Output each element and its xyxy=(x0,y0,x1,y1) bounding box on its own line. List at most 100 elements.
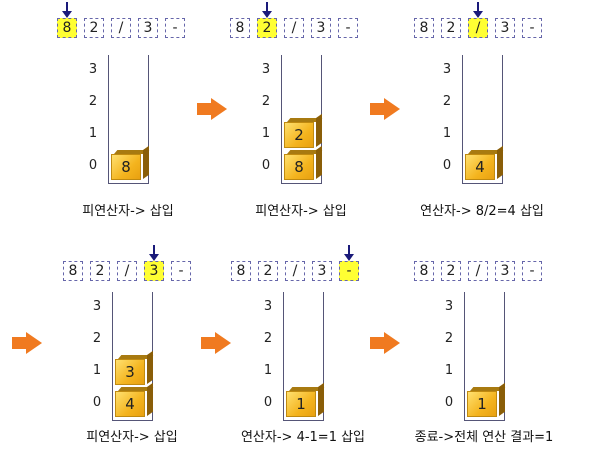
stack-block: 8 xyxy=(284,145,323,180)
stack-index-label: 1 xyxy=(92,363,102,378)
token-cell: / xyxy=(285,261,305,281)
stack-floor xyxy=(281,183,322,184)
stack-index-label: 1 xyxy=(261,126,271,141)
stack-block: 1 xyxy=(467,382,506,417)
block-side xyxy=(316,145,322,179)
stack-floor xyxy=(464,420,505,421)
stack-index-label: 2 xyxy=(92,331,102,346)
stack-right-wall xyxy=(148,55,149,183)
token-cell: 2 xyxy=(257,18,277,38)
stack-left-wall xyxy=(464,292,465,420)
stack-index-label: 2 xyxy=(88,94,98,109)
stack-left-wall xyxy=(112,292,113,420)
stack-left-wall xyxy=(283,292,284,420)
token-cell: 8 xyxy=(63,261,83,281)
token-cell: / xyxy=(468,18,488,38)
token-cell: 3 xyxy=(144,261,164,281)
token-cell: / xyxy=(117,261,137,281)
token-cell: 8 xyxy=(414,18,434,38)
token-cell: - xyxy=(338,18,358,38)
block-side xyxy=(147,350,153,384)
next-step-arrow-icon xyxy=(197,98,227,120)
step-caption: 피연산자-> 삽입 xyxy=(255,204,347,219)
stack-index-label: 2 xyxy=(261,94,271,109)
stack-floor xyxy=(108,183,149,184)
block-value: 8 xyxy=(111,154,141,180)
token-cell: 3 xyxy=(311,18,331,38)
block-value: 1 xyxy=(286,391,316,417)
block-value: 1 xyxy=(467,391,497,417)
stack-right-wall xyxy=(502,55,503,183)
block-value: 8 xyxy=(284,154,314,180)
token-cell: 2 xyxy=(258,261,278,281)
token-cell: - xyxy=(339,261,359,281)
token-cell: / xyxy=(468,261,488,281)
stack-index-label: 3 xyxy=(263,299,273,314)
stack-floor xyxy=(283,420,324,421)
arrow-shaft xyxy=(370,337,386,349)
token-cell: 3 xyxy=(495,261,515,281)
block-side xyxy=(499,382,505,416)
stack-index-label: 0 xyxy=(263,395,273,410)
stack-index-label: 3 xyxy=(444,299,454,314)
pointer-arrow-icon xyxy=(344,245,354,261)
stack-index-label: 0 xyxy=(442,158,452,173)
stack-index-label: 3 xyxy=(442,62,452,77)
token-cell: 8 xyxy=(414,261,434,281)
arrow-head xyxy=(211,98,227,120)
stack-left-wall xyxy=(108,55,109,183)
token-cell: 8 xyxy=(230,18,250,38)
token-cell: 2 xyxy=(84,18,104,38)
stack-right-wall xyxy=(504,292,505,420)
stack-block: 1 xyxy=(286,382,325,417)
arrow-head xyxy=(215,332,231,354)
arrow-shaft xyxy=(370,103,386,115)
next-step-arrow-icon xyxy=(201,332,231,354)
stack-index-label: 0 xyxy=(92,395,102,410)
block-side xyxy=(316,113,322,147)
stack-index-label: 0 xyxy=(88,158,98,173)
arrow-shaft xyxy=(201,337,217,349)
arrow-head xyxy=(384,332,400,354)
stack-left-wall xyxy=(462,55,463,183)
stack-index-label: 2 xyxy=(444,331,454,346)
stack-block: 3 xyxy=(115,350,154,385)
block-side xyxy=(147,382,153,416)
next-step-arrow-icon xyxy=(370,98,400,120)
token-cell: 2 xyxy=(90,261,110,281)
stack-index-label: 3 xyxy=(92,299,102,314)
token-cell: 8 xyxy=(57,18,77,38)
step-caption: 피연산자-> 삽입 xyxy=(82,204,174,219)
block-side xyxy=(497,145,503,179)
stack-right-wall xyxy=(323,292,324,420)
stack-left-wall xyxy=(281,55,282,183)
block-value: 4 xyxy=(465,154,495,180)
token-cell: 3 xyxy=(312,261,332,281)
stack-index-label: 3 xyxy=(261,62,271,77)
block-value: 2 xyxy=(284,122,314,148)
stack-block: 8 xyxy=(111,145,150,180)
token-cell: - xyxy=(171,261,191,281)
stack-index-label: 0 xyxy=(444,395,454,410)
stack-block: 4 xyxy=(115,382,154,417)
pointer-arrow-icon xyxy=(62,2,72,18)
stack-floor xyxy=(462,183,503,184)
next-step-arrow-icon xyxy=(370,332,400,354)
block-value: 4 xyxy=(115,391,145,417)
block-side xyxy=(143,145,149,179)
token-cell: 3 xyxy=(138,18,158,38)
stack-index-label: 3 xyxy=(88,62,98,77)
pointer-arrow-icon xyxy=(149,245,159,261)
token-cell: - xyxy=(522,18,542,38)
pointer-arrow-icon xyxy=(473,2,483,18)
arrow-shaft xyxy=(12,337,28,349)
step-caption: 종료->전체 연산 결과=1 xyxy=(414,430,554,445)
stack-block: 2 xyxy=(284,113,323,148)
token-cell: 3 xyxy=(495,18,515,38)
token-cell: / xyxy=(111,18,131,38)
arrow-head xyxy=(384,98,400,120)
token-cell: 8 xyxy=(231,261,251,281)
block-value: 3 xyxy=(115,359,145,385)
step-caption: 연산자-> 8/2=4 삽입 xyxy=(420,204,544,219)
